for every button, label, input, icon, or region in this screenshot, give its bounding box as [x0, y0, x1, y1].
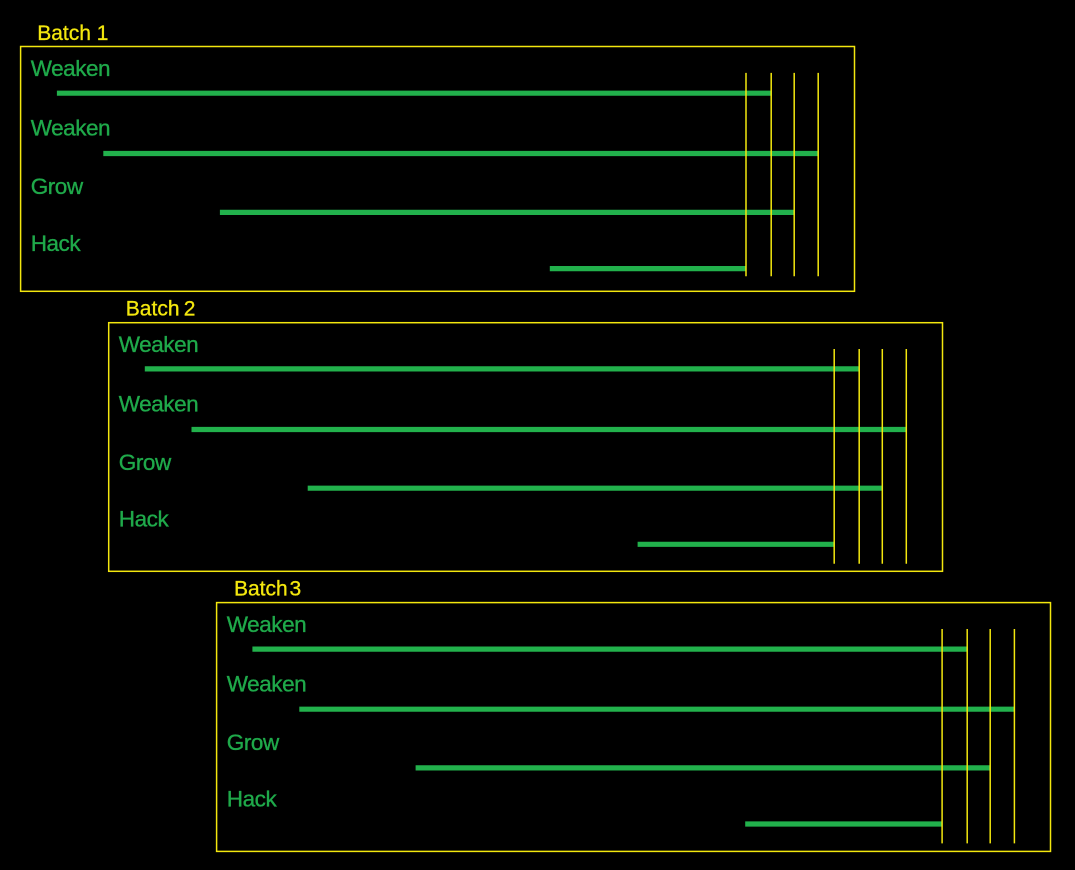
svg-text:Hack: Hack [119, 507, 170, 532]
svg-text:Hack: Hack [31, 231, 82, 256]
svg-text:Grow: Grow [227, 730, 280, 755]
svg-text:Weaken: Weaken [119, 392, 198, 417]
svg-text:Weaken: Weaken [119, 332, 198, 357]
svg-text:Weaken: Weaken [31, 56, 110, 81]
svg-text:Weaken: Weaken [227, 672, 306, 697]
svg-text:Grow: Grow [119, 450, 172, 475]
svg-text:Hack: Hack [227, 787, 278, 812]
svg-text:Grow: Grow [31, 174, 84, 199]
svg-text:Weaken: Weaken [227, 612, 306, 637]
svg-text:Batch 3: Batch 3 [234, 578, 301, 601]
svg-text:Batch 1: Batch 1 [37, 22, 108, 45]
svg-text:Weaken: Weaken [31, 116, 110, 141]
svg-text:Batch 2: Batch 2 [126, 297, 196, 320]
